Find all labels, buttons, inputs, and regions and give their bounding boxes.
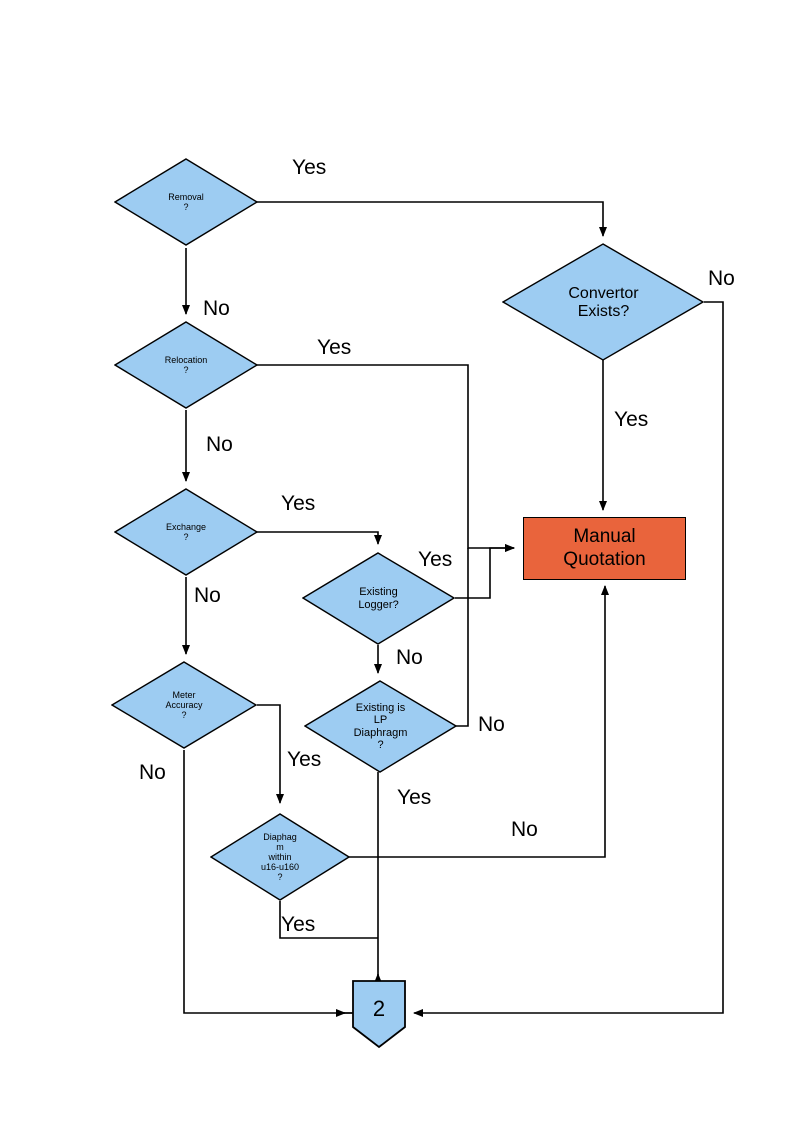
edge-diaphagm-yes	[279, 901, 378, 939]
edge-exlogger-yes	[455, 544, 515, 599]
edge-label-exlogger-no: No	[396, 646, 423, 669]
edge-label-diaphagm-yes: Yes	[281, 913, 316, 936]
edge-label-removal-yes: Yes	[292, 156, 327, 179]
existing-logger-diamond-shape	[302, 552, 455, 645]
edge-label-relocation-no: No	[206, 433, 233, 456]
node-meter-accuracy[interactable]: Meter Accuracy ?	[111, 661, 257, 749]
edge-label-removal-no: No	[203, 297, 230, 320]
edge-label-exchange-yes: Yes	[281, 492, 316, 515]
edge-label-exlp-yes: Yes	[397, 786, 432, 809]
existing-lp-diaphragm-diamond-shape	[304, 680, 457, 773]
edge-exlp-no	[456, 548, 469, 727]
edge-convertor-no	[413, 301, 724, 1017]
edge-diaphagm-no	[345, 585, 609, 858]
removal-diamond-shape	[114, 158, 258, 246]
edge-meteracc-yes	[257, 704, 284, 804]
edge-label-exlp-no: No	[478, 713, 505, 736]
diaphagm-range-diamond-shape	[210, 813, 350, 901]
edge-label-convertor-no: No	[708, 267, 735, 290]
edge-label-exlogger-yes: Yes	[418, 548, 453, 571]
meter-accuracy-diamond-shape	[111, 661, 257, 749]
edge-label-relocation-yes: Yes	[317, 336, 352, 359]
convertor-exists-diamond-shape	[502, 243, 705, 361]
node-convertor-exists[interactable]: Convertor Exists?	[502, 243, 705, 362]
connector-2-pentagon-shape	[352, 980, 406, 1049]
node-diaphagm-range[interactable]: Diaphag m within u16-u160 ?	[210, 813, 350, 901]
node-existing-lp-diaphragm[interactable]: Existing is LP Diaphragm ?	[304, 680, 457, 773]
edge-label-meteracc-no: No	[139, 761, 166, 784]
edge-label-diaphagm-no: No	[511, 818, 538, 841]
edge-label-convertor-yes: Yes	[614, 408, 649, 431]
edge-meteracc-no	[183, 750, 346, 1017]
edge-relocation-yes	[257, 364, 515, 552]
node-relocation[interactable]: Relocation ?	[114, 321, 258, 409]
relocation-diamond-shape	[114, 321, 258, 409]
edge-label-meteracc-yes: Yes	[287, 748, 322, 771]
exchange-diamond-shape	[114, 488, 258, 576]
node-exchange[interactable]: Exchange ?	[114, 488, 258, 576]
edge-exchange-yes	[257, 531, 382, 545]
node-removal[interactable]: Removal ?	[114, 158, 258, 246]
node-manual-quotation[interactable]: Manual Quotation	[523, 517, 686, 580]
edge-label-exchange-no: No	[194, 584, 221, 607]
edge-removal-yes	[257, 201, 607, 237]
node-connector-2[interactable]: 2	[351, 979, 407, 1049]
